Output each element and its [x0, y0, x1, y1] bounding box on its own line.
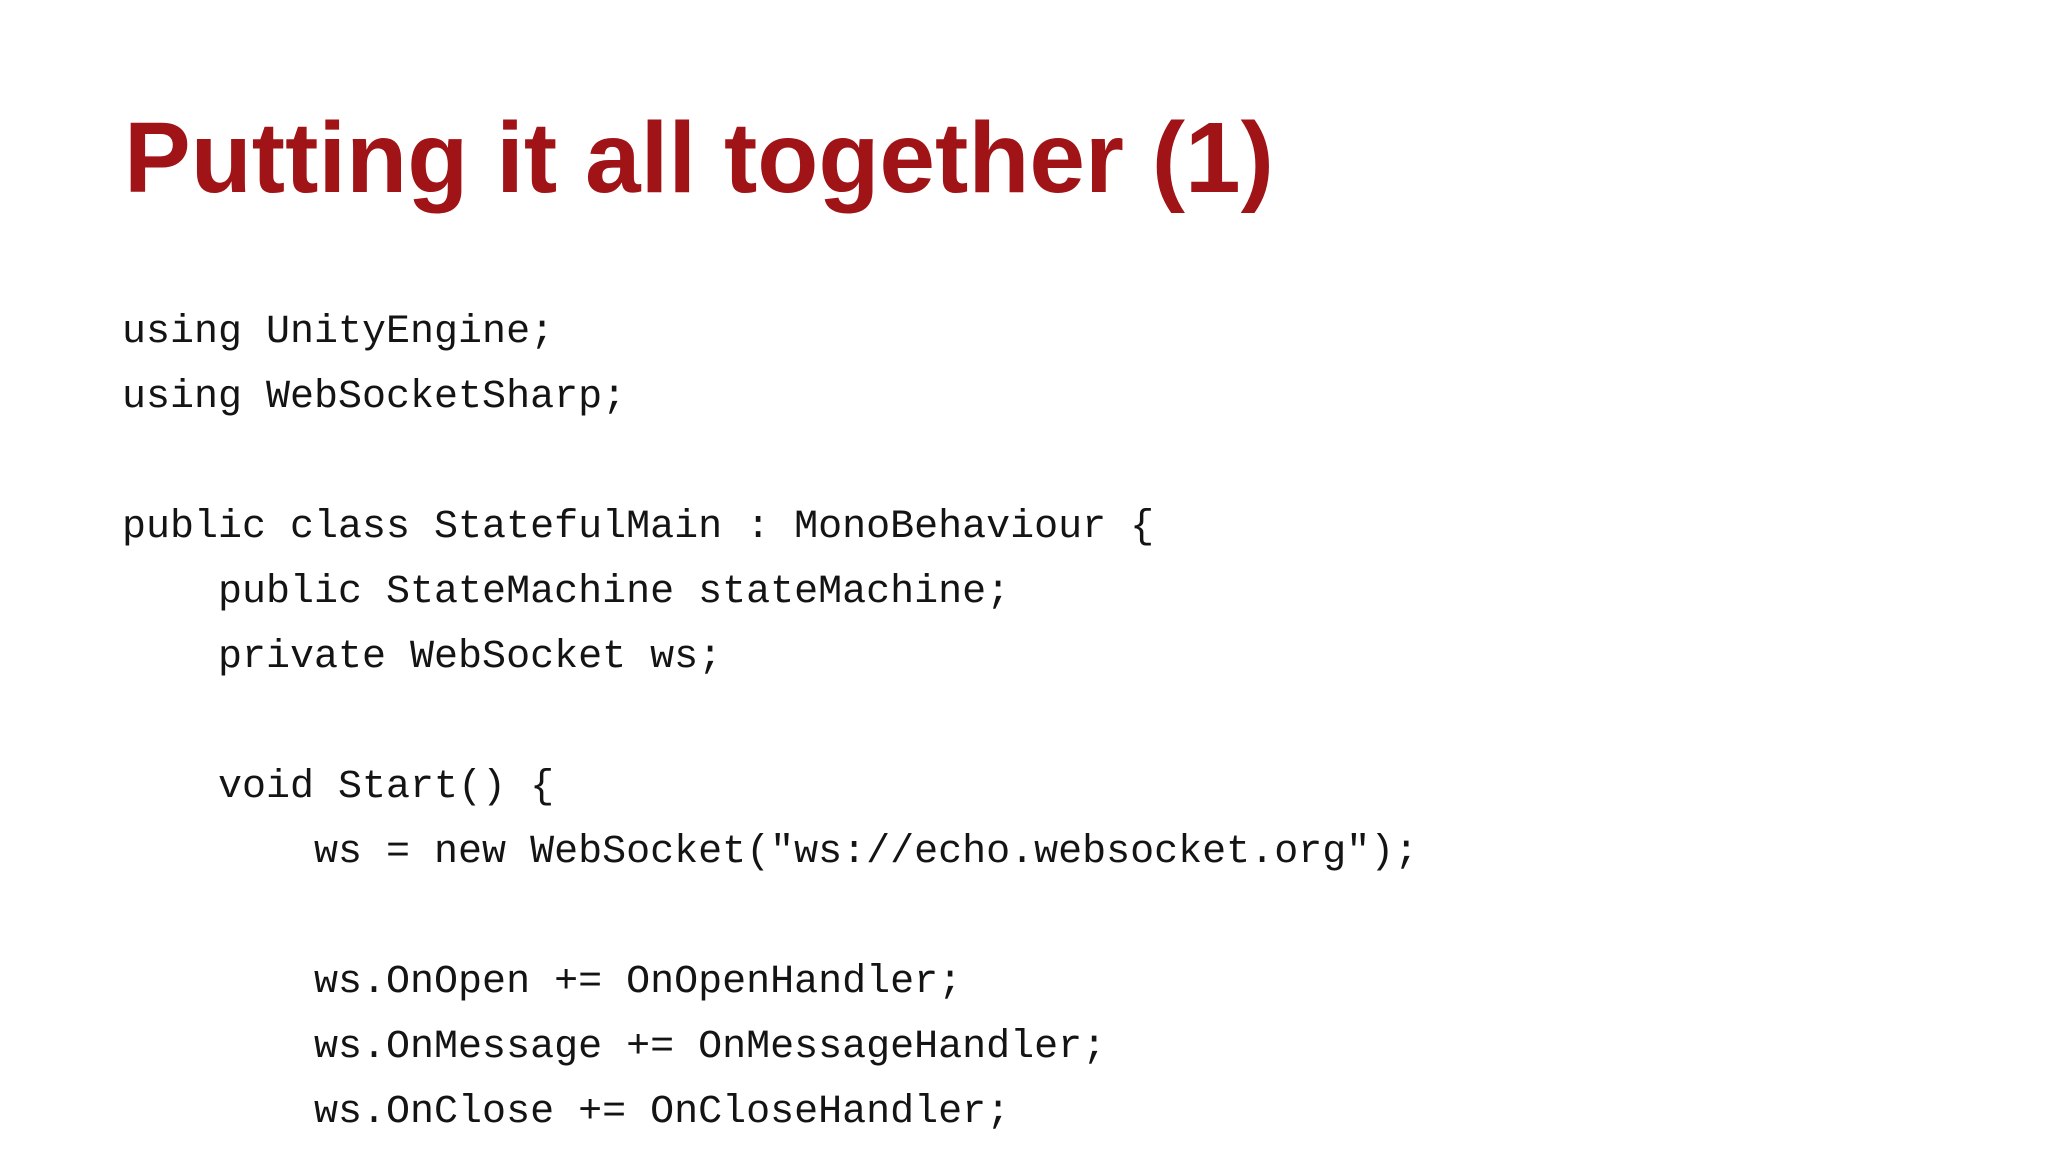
- slide-title: Putting it all together (1): [124, 102, 1274, 214]
- code-block: using UnityEngine; using WebSocketSharp;…: [122, 310, 1419, 1135]
